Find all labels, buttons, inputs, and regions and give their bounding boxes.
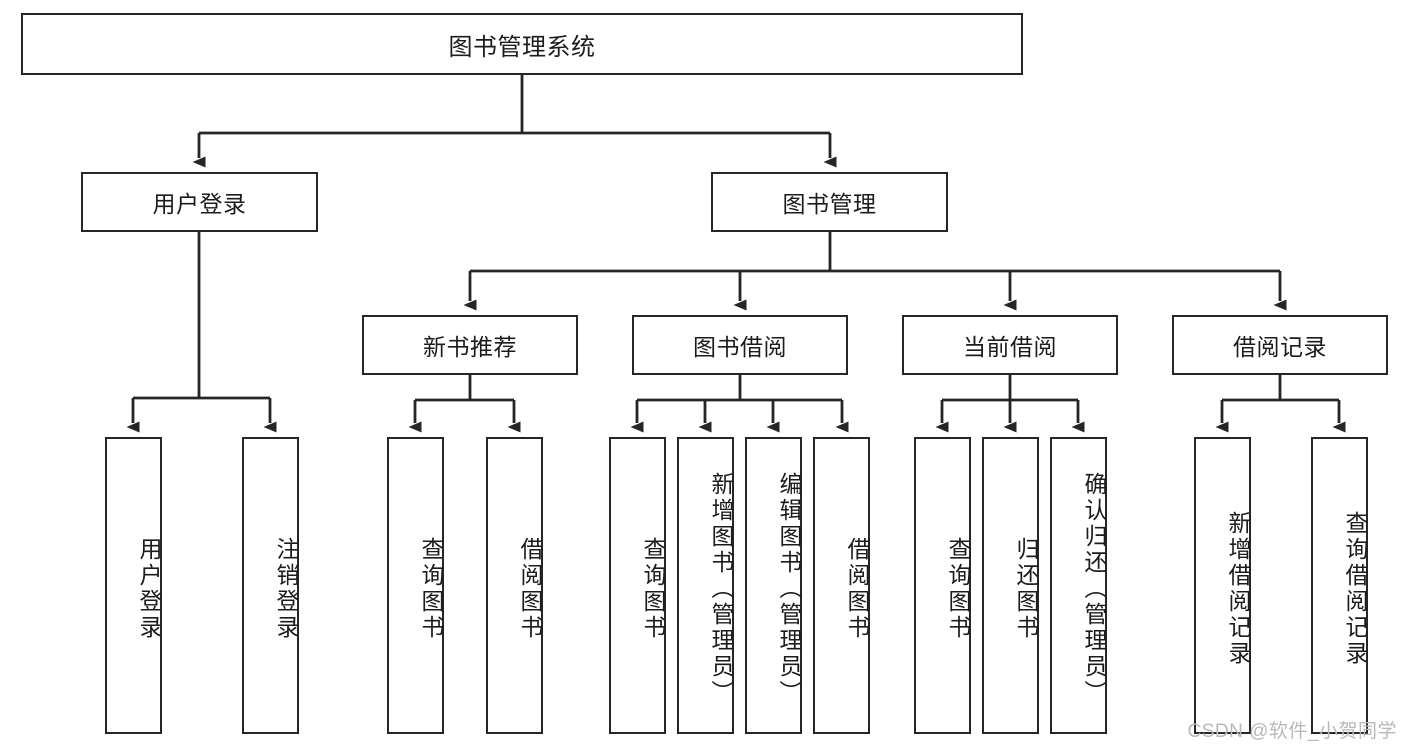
leaf-label: 查询图书 [418,536,444,641]
leaf-label: 查询图书 [640,536,666,641]
node-user-login-label: 用户登录 [152,191,247,217]
leaf-record-query[interactable]: 查询借阅记录 [1311,437,1368,734]
leaf-new-book-query[interactable]: 查询图书 [387,437,444,734]
leaf-label: 查询借阅记录 [1342,510,1368,667]
leaf-borrow-add-book-admin[interactable]: 新增图书（管理员） [677,437,734,734]
leaf-label: 归还图书 [1013,536,1039,641]
node-user-login[interactable]: 用户登录 [81,172,318,232]
leaf-label: 确认归还（管理员） [1081,471,1107,706]
node-current-borrow[interactable]: 当前借阅 [902,315,1118,375]
leaf-label: 新增图书（管理员） [708,471,734,706]
leaf-borrow-borrow-book[interactable]: 借阅图书 [813,437,870,734]
leaf-borrow-query-book[interactable]: 查询图书 [609,437,666,734]
leaf-user-login-signout[interactable]: 注销登录 [242,437,299,734]
node-new-book-recommend-label: 新书推荐 [423,334,517,360]
leaf-label: 新增借阅记录 [1225,510,1251,667]
leaf-user-login-signin[interactable]: 用户登录 [105,437,162,734]
node-borrow-record[interactable]: 借阅记录 [1172,315,1388,375]
node-new-book-recommend[interactable]: 新书推荐 [362,315,578,375]
leaf-label: 编辑图书（管理员） [776,471,802,706]
watermark-text: CSDN @软件_小贺同学 [1187,721,1397,742]
node-root-system[interactable]: 图书管理系统 [21,13,1023,75]
leaf-label: 用户登录 [136,536,162,641]
node-book-management-label: 图书管理 [782,191,877,217]
leaf-record-add[interactable]: 新增借阅记录 [1194,437,1251,734]
leaf-new-book-borrow[interactable]: 借阅图书 [486,437,543,734]
leaf-label: 借阅图书 [517,536,543,641]
leaf-label: 注销登录 [273,536,299,641]
node-current-borrow-label: 当前借阅 [963,334,1057,360]
leaf-label: 查询图书 [945,536,971,641]
node-book-borrow-label: 图书借阅 [693,334,787,360]
node-root-label: 图书管理系统 [448,33,596,61]
leaf-borrow-edit-book-admin[interactable]: 编辑图书（管理员） [745,437,802,734]
node-borrow-record-label: 借阅记录 [1233,334,1327,360]
node-book-management[interactable]: 图书管理 [711,172,948,232]
leaf-current-query-book[interactable]: 查询图书 [914,437,971,734]
node-book-borrow[interactable]: 图书借阅 [632,315,848,375]
leaf-current-confirm-return-admin[interactable]: 确认归还（管理员） [1050,437,1107,734]
leaf-label: 借阅图书 [844,536,870,641]
leaf-current-return-book[interactable]: 归还图书 [982,437,1039,734]
